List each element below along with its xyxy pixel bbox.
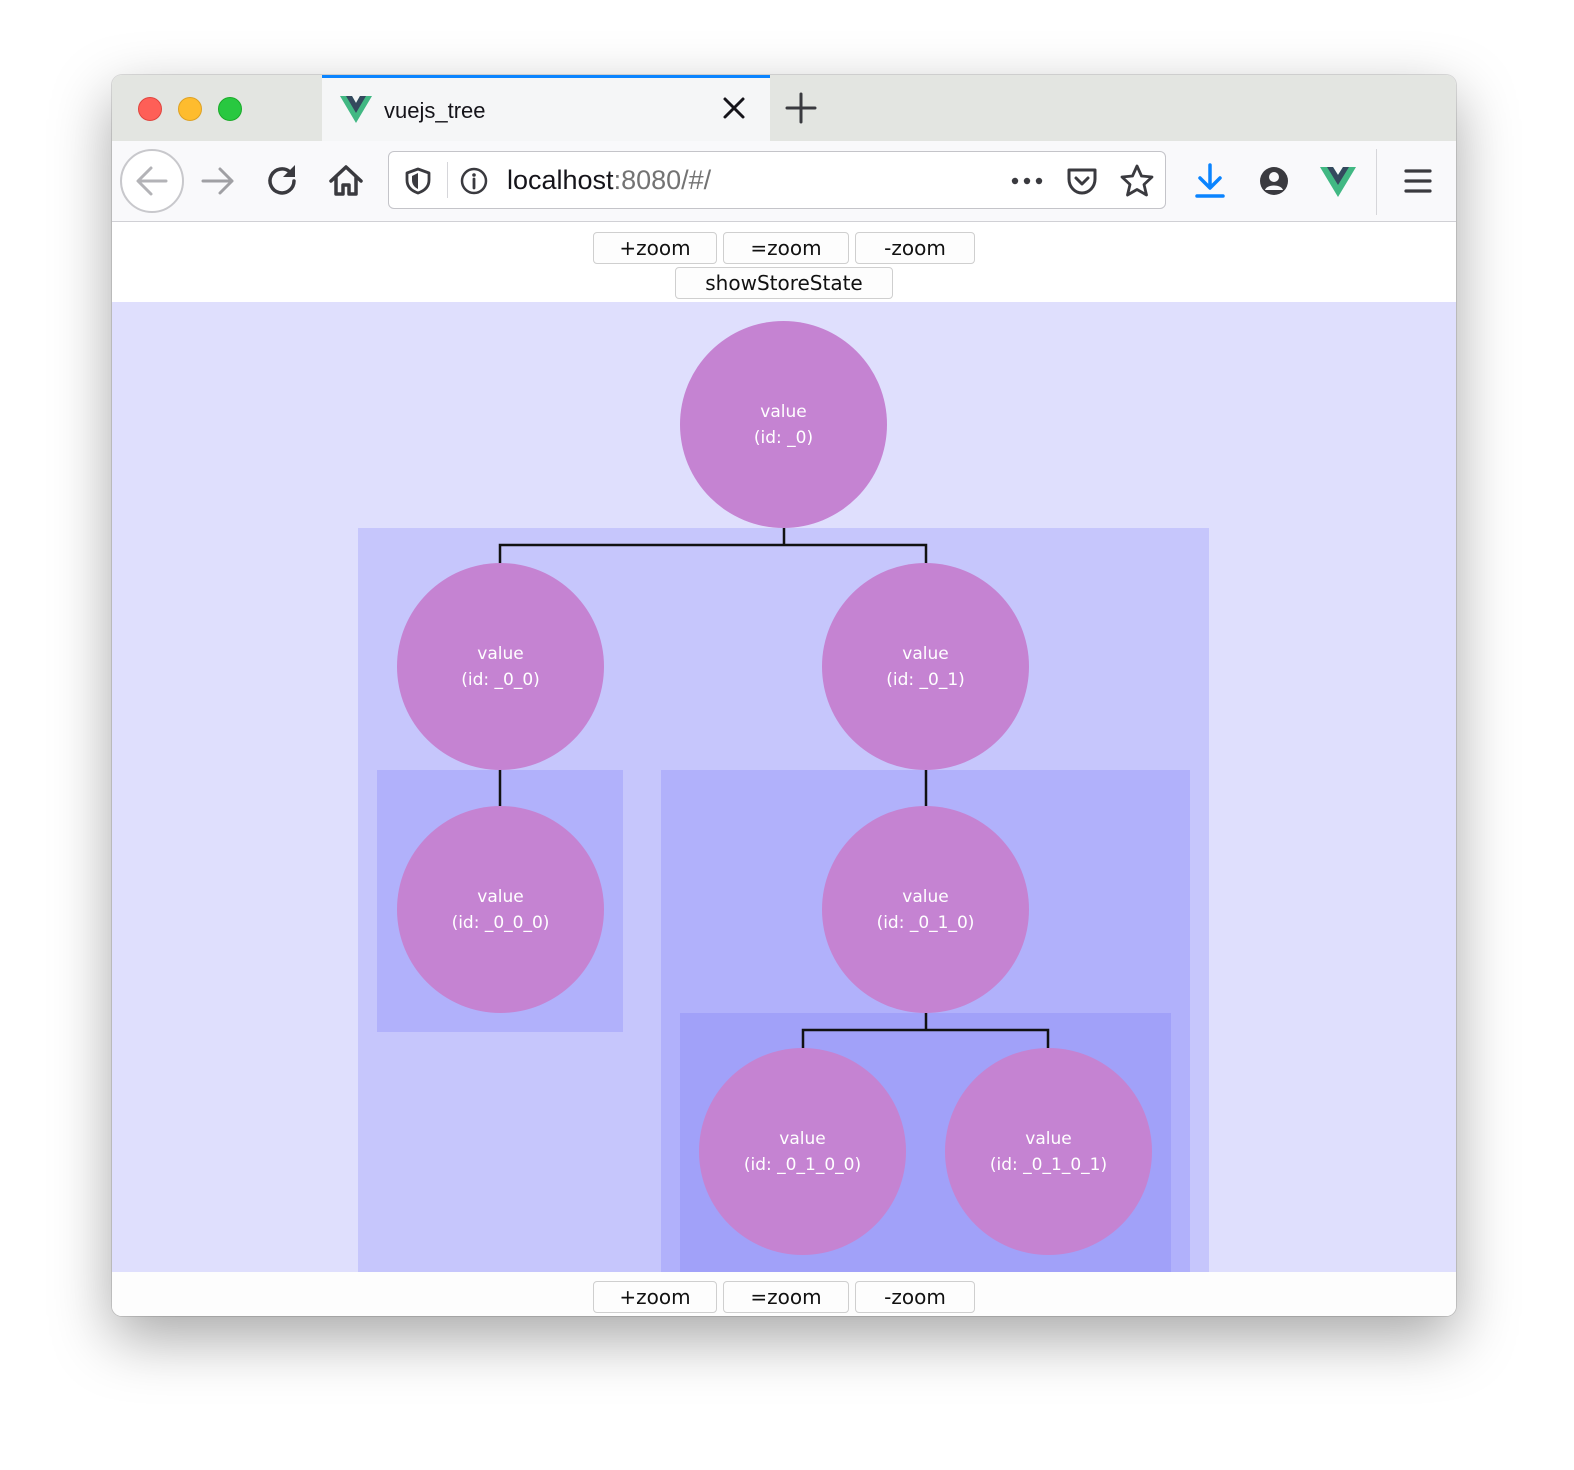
node-value: value — [902, 886, 949, 907]
account-icon[interactable] — [1254, 161, 1294, 201]
url-path: :8080/#/ — [613, 165, 712, 195]
show-store-state-button[interactable]: showStoreState — [675, 267, 893, 299]
node-value: value — [779, 1128, 826, 1149]
bottom-controls: +zoom =zoom -zoom — [112, 1272, 1456, 1316]
tree-node[interactable]: value (id: _0_1_0) — [822, 806, 1029, 1013]
maximize-window-button[interactable] — [218, 97, 242, 121]
home-icon[interactable] — [326, 160, 366, 200]
url-separator — [447, 162, 448, 198]
navigation-toolbar: localhost:8080/#/ — [112, 141, 1456, 222]
download-icon[interactable] — [1190, 161, 1230, 201]
tree-node[interactable]: value (id: _0_1_0_1) — [945, 1048, 1152, 1255]
node-value: value — [477, 886, 524, 907]
node-id: (id: _0_0) — [461, 669, 540, 690]
zoom-reset-button[interactable]: =zoom — [723, 232, 849, 264]
page-viewport: +zoom =zoom -zoom showStoreState value (… — [112, 222, 1456, 1316]
shield-icon[interactable] — [403, 166, 433, 196]
tab-bar: vuejs_tree — [112, 75, 1456, 142]
tree-node[interactable]: value (id: _0_0_0) — [397, 806, 604, 1013]
node-id: (id: _0_1) — [886, 669, 965, 690]
zoom-out-button-bottom[interactable]: -zoom — [855, 1281, 975, 1313]
info-icon[interactable] — [459, 166, 489, 196]
zoom-reset-button-bottom[interactable]: =zoom — [723, 1281, 849, 1313]
tree-edges — [498, 528, 1050, 1048]
tree-node[interactable]: value (id: _0_0) — [397, 563, 604, 770]
forward-arrow-icon[interactable] — [198, 161, 238, 201]
top-controls: +zoom =zoom -zoom showStoreState — [112, 222, 1456, 302]
tree-node[interactable]: value (id: _0) — [680, 321, 887, 528]
edge-root-children — [498, 528, 928, 564]
node-id: (id: _0_0_0) — [451, 912, 550, 933]
tab-title: vuejs_tree — [384, 98, 486, 123]
tree-canvas: value (id: _0) value (id: _0_0) value (i… — [112, 302, 1456, 1272]
url-bar[interactable]: localhost:8080/#/ — [388, 151, 1166, 209]
url-host: localhost — [507, 165, 614, 195]
zoom-in-button-bottom[interactable]: +zoom — [593, 1281, 717, 1313]
tree-node[interactable]: value (id: _0_1) — [822, 563, 1029, 770]
back-arrow-icon — [136, 166, 168, 196]
close-window-button[interactable] — [138, 97, 162, 121]
node-value: value — [760, 401, 807, 422]
more-icon[interactable] — [1007, 168, 1047, 194]
browser-window: vuejs_tree — [112, 75, 1456, 1316]
node-id: (id: _0) — [753, 427, 814, 448]
node-id: (id: _0_1_0_1) — [989, 1154, 1108, 1175]
node-id: (id: _0_1_0) — [876, 912, 975, 933]
node-id: (id: _0_1_0_0) — [743, 1154, 862, 1175]
reload-icon[interactable] — [262, 161, 302, 201]
node-value: value — [477, 643, 524, 664]
url-text: localhost:8080/#/ — [507, 165, 711, 196]
plus-icon[interactable] — [784, 91, 818, 125]
close-icon[interactable] — [720, 94, 748, 122]
edge-0-1-0-children — [801, 1013, 1050, 1048]
node-value: value — [1025, 1128, 1072, 1149]
menu-icon[interactable] — [1398, 161, 1438, 201]
back-button[interactable] — [120, 149, 184, 213]
tree-node[interactable]: value (id: _0_1_0_0) — [699, 1048, 906, 1255]
vue-devtools-icon[interactable] — [1318, 161, 1358, 201]
zoom-out-button[interactable]: -zoom — [855, 232, 975, 264]
star-icon[interactable] — [1119, 163, 1155, 199]
minimize-window-button[interactable] — [178, 97, 202, 121]
pocket-icon[interactable] — [1065, 164, 1099, 198]
toolbar-divider — [1376, 149, 1377, 215]
node-value: value — [902, 643, 949, 664]
vue-logo-icon — [340, 96, 372, 123]
zoom-in-button[interactable]: +zoom — [593, 232, 717, 264]
tab-vuejs-tree[interactable]: vuejs_tree — [322, 75, 770, 142]
